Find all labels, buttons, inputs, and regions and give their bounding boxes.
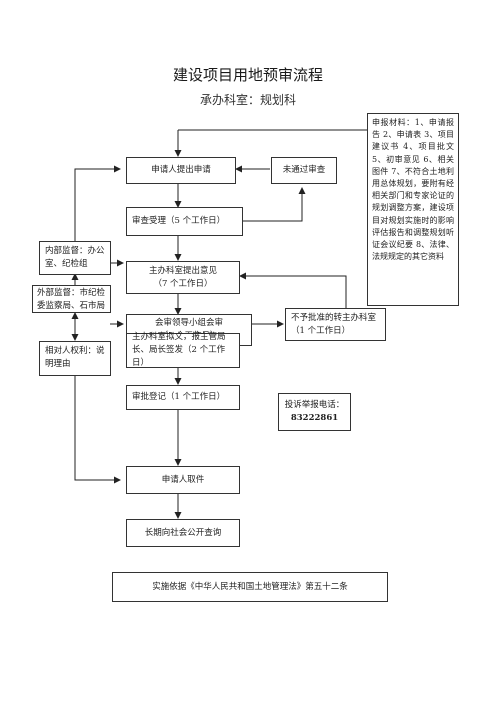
connector-reject-to-opinion	[239, 272, 347, 308]
node-apply: 申请人提出申请	[126, 157, 236, 184]
connector-left-top-to-apply	[74, 165, 121, 241]
node-draft-line2: 长、局长签发（2 个工作日）	[132, 345, 226, 368]
node-not-passed: 未通过审查	[271, 157, 337, 184]
node-reject-line2: （1 个工作日）	[291, 325, 351, 336]
connector-rights-to-pickup	[74, 376, 121, 484]
page-subtitle: 承办科室：规划科	[199, 93, 296, 107]
node-pickup: 申请人取件	[126, 466, 240, 494]
node-meeting-line1: 会审领导小组会审	[154, 318, 223, 328]
node-public: 长期向社会公开查询	[126, 519, 240, 547]
node-draft-line1: 主办科室拟文，报主管局	[132, 332, 226, 342]
node-draft: 主办科室拟文，报主管局 长、局长签发（2 个工作日）	[126, 332, 240, 368]
node-external-supervision: 外部监督：市纪检委监察局、石市局	[32, 285, 111, 313]
node-internal-supervision: 内部监督：办公室、纪检组	[39, 241, 111, 275]
node-rights: 相对人权利：说明理由	[39, 341, 111, 376]
node-reject-line1: 不予批准的转主办科室	[291, 312, 377, 323]
connector-accept-to-not-passed	[243, 187, 306, 222]
node-opinion: 主办科室提出意见 （7 个工作日）	[126, 261, 240, 294]
node-accept: 审查受理（5 个工作日）	[126, 207, 243, 236]
materials-note: 申报材料：1、申请报告 2、申请表 3、项目建议书 4、项目批文 5、初审意见 …	[367, 113, 459, 306]
node-opinion-line1: 主办科室提出意见	[148, 265, 217, 276]
hotline-number: 83222861	[290, 413, 339, 423]
page-title: 建设项目用地预审流程	[172, 66, 323, 84]
node-reject: 不予批准的转主办科室 （1 个工作日）	[285, 308, 386, 341]
node-register: 审批登记（1 个工作日）	[126, 385, 240, 410]
node-hotline: 投诉举报电话： 83222861	[278, 393, 351, 431]
node-opinion-line2: （7 个工作日）	[153, 278, 213, 289]
hotline-label: 投诉举报电话：	[284, 400, 345, 410]
node-basis: 实施依据《中华人民共和国土地管理法》第五十二条	[112, 572, 388, 602]
